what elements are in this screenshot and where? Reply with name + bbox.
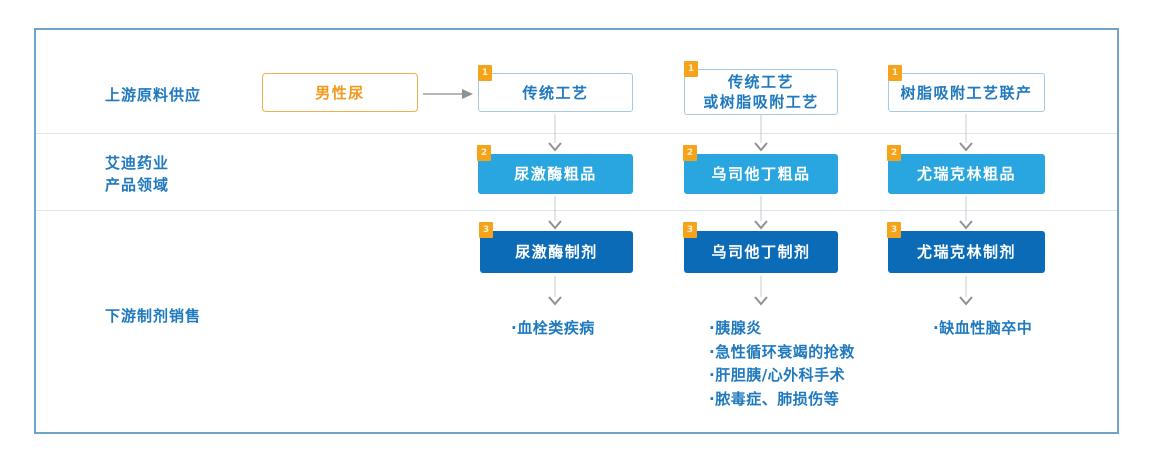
down-arrow-icon <box>548 276 562 306</box>
indication-item: ·肝胆胰/心外科手术 <box>709 366 846 384</box>
down-arrow-icon <box>754 196 768 230</box>
process-box-col2-line2: 或树脂吸附工艺 <box>703 93 819 111</box>
formulation-box-col2: 3 乌司他丁制剂 <box>683 222 838 273</box>
step-badge: 1 <box>888 65 902 81</box>
formulation-box-col2-label: 乌司他丁制剂 <box>711 243 811 261</box>
row-label-company-line1: 艾迪药业 <box>105 154 170 172</box>
indication-item: ·胰腺炎 <box>709 319 762 337</box>
diagram-frame <box>34 28 1119 434</box>
step-badge: 2 <box>887 145 901 161</box>
step-badge: 1 <box>684 61 698 77</box>
section-divider-top <box>36 133 1117 134</box>
step-badge: 2 <box>477 145 491 161</box>
step-badge: 3 <box>887 222 901 238</box>
section-divider-bottom <box>36 210 1117 211</box>
down-arrow-icon <box>959 114 973 152</box>
process-box-col2: 1 传统工艺 或树脂吸附工艺 <box>684 61 838 115</box>
row-label-downstream: 下游制剂销售 <box>105 307 202 325</box>
crude-box-col1-label: 尿激酶粗品 <box>514 165 597 183</box>
row-label-company: 艾迪药业 产品领域 <box>105 152 169 196</box>
process-box-col3: 1 树脂吸附工艺联产 <box>888 65 1045 112</box>
down-arrow-icon <box>548 114 562 152</box>
crude-box-col3: 2 尤瑞克林粗品 <box>887 145 1045 194</box>
down-arrow-icon <box>959 196 973 230</box>
crude-box-col1: 2 尿激酶粗品 <box>477 145 633 194</box>
down-arrow-icon <box>959 276 973 306</box>
step-badge: 3 <box>479 222 493 238</box>
indication-item: ·脓毒症、肺损伤等 <box>709 389 840 408</box>
down-arrow-icon <box>754 114 768 152</box>
step-badge: 1 <box>478 65 492 81</box>
process-box-col1: 1 传统工艺 <box>478 65 633 112</box>
down-arrow-icon <box>754 276 768 306</box>
formulation-box-col1: 3 尿激酶制剂 <box>479 222 633 273</box>
process-box-col1-label: 传统工艺 <box>522 83 589 102</box>
indication-item: ·血栓类疾病 <box>511 319 595 337</box>
process-box-col3-label: 树脂吸附工艺联产 <box>900 83 1033 102</box>
row-label-upstream: 上游原料供应 <box>105 86 202 104</box>
process-box-col2-line1: 传统工艺 <box>727 73 794 91</box>
crude-box-col2-label: 乌司他丁粗品 <box>711 165 811 183</box>
formulation-box-col3: 3 尤瑞克林制剂 <box>887 222 1045 273</box>
indication-item: ·缺血性脑卒中 <box>933 319 1033 337</box>
step-badge: 2 <box>683 145 697 161</box>
indication-item: ·急性循环衰竭的抢救 <box>709 342 855 361</box>
indication-list-col1: ·血栓类疾病 <box>511 317 595 341</box>
indication-list-col3: ·缺血性脑卒中 <box>933 317 1032 341</box>
formulation-box-col3-label: 尤瑞克林制剂 <box>916 243 1016 261</box>
down-arrow-icon <box>548 196 562 230</box>
source-box-male-urine: 男性尿 <box>262 73 418 112</box>
crude-box-col3-label: 尤瑞克林粗品 <box>916 165 1016 183</box>
indication-list-col2: ·胰腺炎 ·急性循环衰竭的抢救 ·肝胆胰/心外科手术 ·脓毒症、肺损伤等 <box>709 317 855 411</box>
crude-box-col2: 2 乌司他丁粗品 <box>683 145 838 194</box>
right-arrow-icon <box>423 89 473 99</box>
row-label-company-line2: 产品领域 <box>105 176 170 194</box>
step-badge: 3 <box>683 222 697 238</box>
formulation-box-col1-label: 尿激酶制剂 <box>515 243 598 261</box>
